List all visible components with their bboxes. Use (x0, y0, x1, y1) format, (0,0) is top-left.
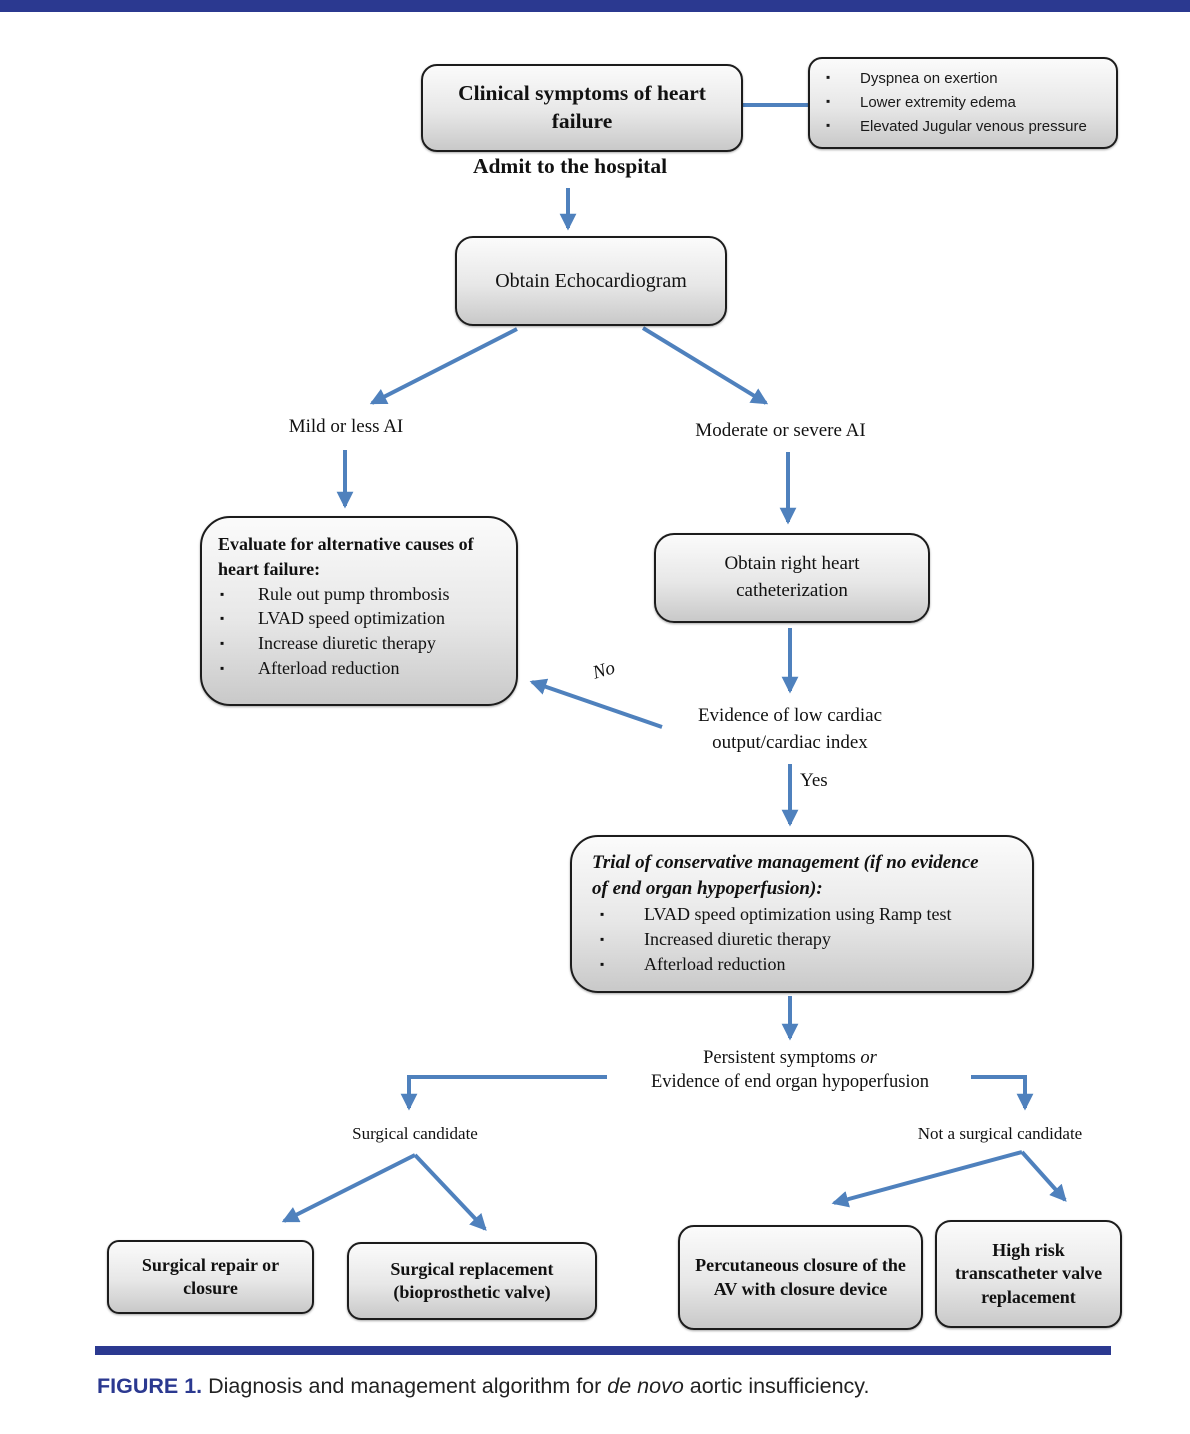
arrow-surgical-to-replacement (413, 1153, 487, 1231)
node-clinical-symptoms-text: Clinical symptoms of heart failure (458, 81, 706, 133)
node-echo-text: Obtain Echocardiogram (495, 269, 687, 292)
node-evaluate-alternative-causes: Evaluate for alternative causes of heart… (200, 516, 518, 706)
evaluate-item: LVAD speed optimization (218, 606, 502, 631)
evaluate-item: Afterload reduction (218, 656, 502, 681)
arrow-no-to-evaluate (529, 678, 663, 729)
node-surgical-repair-closure: Surgical repair or closure (107, 1240, 314, 1314)
node-repair-text: Surgical repair or closure (141, 1254, 280, 1298)
label-persistent-symptoms: Persistent symptoms or Evidence of end o… (590, 1046, 990, 1095)
evaluate-item: Increase diuretic therapy (218, 631, 502, 656)
square-bullet-icon (220, 606, 234, 631)
node-percutaneous-closure: Percutaneous closure of the AV with clos… (678, 1225, 923, 1330)
node-tavr-text: High risk transcatheter valve replacemen… (954, 1239, 1103, 1307)
trial-title-line2: of end organ hypoperfusion): (592, 878, 823, 900)
elbow-persistent-to-not-surgical (971, 1075, 1034, 1111)
figure-caption-label: FIGURE 1. (97, 1374, 203, 1398)
evaluate-item-text: Rule out pump thrombosis (258, 583, 450, 604)
arrow-not-surgical-to-percutaneous (831, 1150, 1023, 1208)
symptom-item: Elevated Jugular venous pressure (826, 115, 1106, 139)
label-evidence-low-cardiac-output: Evidence of low cardiac output/cardiac i… (660, 703, 920, 756)
node-right-heart-catheterization: Obtain right heart catheterization (654, 533, 930, 623)
symptom-text: Elevated Jugular venous pressure (860, 118, 1087, 136)
square-bullet-icon (826, 91, 860, 115)
evaluate-title: Evaluate for alternative causes of heart… (218, 534, 474, 579)
evidence-line2: output/cardiac index (712, 731, 868, 753)
arrow-not-surgical-to-tavr (1020, 1150, 1067, 1202)
node-transcatheter-replacement: High risk transcatheter valve replacemen… (935, 1220, 1122, 1328)
trial-item: Afterload reduction (592, 952, 1014, 977)
square-bullet-icon (600, 952, 614, 977)
persistent-or: or (860, 1048, 877, 1068)
symptom-item: Dyspnea on exertion (826, 67, 1106, 91)
label-admit-to-hospital: Admit to the hospital (472, 154, 668, 178)
square-bullet-icon (826, 67, 860, 91)
trial-title-line1: Trial of conservative management (if no … (592, 852, 979, 873)
label-yes: Yes (800, 770, 828, 791)
figure-caption-post: aortic insufficiency. (683, 1374, 870, 1398)
label-moderate-or-severe-ai: Moderate or severe AI (695, 420, 866, 441)
trial-item-text: Increased diuretic therapy (644, 929, 831, 950)
square-bullet-icon (220, 582, 234, 607)
trial-item: Increased diuretic therapy (592, 927, 1014, 952)
node-obtain-echocardiogram: Obtain Echocardiogram (455, 236, 727, 326)
persistent-pre: Persistent symptoms (703, 1048, 861, 1068)
symptom-text: Dyspnea on exertion (860, 69, 998, 87)
square-bullet-icon (220, 631, 234, 656)
evaluate-item-text: Afterload reduction (258, 658, 400, 679)
symptom-item: Lower extremity edema (826, 91, 1106, 115)
figure-caption-pre: Diagnosis and management algorithm for (202, 1374, 608, 1398)
node-surgical-replacement: Surgical replacement (bioprosthetic valv… (347, 1242, 597, 1320)
evaluate-item: Rule out pump thrombosis (218, 582, 502, 607)
trial-item: LVAD speed optimization using Ramp test (592, 902, 1014, 927)
evaluate-item-text: LVAD speed optimization (258, 608, 445, 629)
square-bullet-icon (826, 115, 860, 139)
top-accent-bar (0, 0, 1190, 12)
symptom-text: Lower extremity edema (860, 93, 1016, 111)
square-bullet-icon (220, 656, 234, 681)
arrow-echo-to-moderate (641, 326, 769, 405)
node-conservative-management: Trial of conservative management (if no … (570, 835, 1034, 993)
persistent-line2: Evidence of end organ hypoperfusion (650, 1072, 930, 1093)
evidence-line1: Evidence of low cardiac (697, 705, 883, 726)
label-surgical-candidate: Surgical candidate (352, 1124, 478, 1143)
figure-divider (95, 1346, 1111, 1355)
node-clinical-symptoms: Clinical symptoms of heart failure (421, 64, 743, 152)
node-rhc-text: Obtain right heart catheterization (724, 553, 860, 601)
trial-item-text: LVAD speed optimization using Ramp test (644, 904, 952, 925)
label-mild-or-less-ai: Mild or less AI (288, 416, 404, 437)
trial-item-text: Afterload reduction (644, 954, 786, 975)
square-bullet-icon (600, 902, 614, 927)
evaluate-item-text: Increase diuretic therapy (258, 633, 436, 654)
arrow-surgical-to-repair (281, 1153, 416, 1223)
node-replacement-text: Surgical replacement (bioprosthetic valv… (390, 1258, 554, 1302)
square-bullet-icon (600, 927, 614, 952)
elbow-persistent-to-surgical (400, 1075, 607, 1111)
node-symptom-list: Dyspnea on exertion Lower extremity edem… (808, 57, 1118, 149)
node-percutaneous-text: Percutaneous closure of the AV with clos… (695, 1255, 906, 1299)
label-not-surgical-candidate: Not a surgical candidate (917, 1124, 1083, 1143)
arrow-echo-to-mild (369, 327, 518, 405)
figure-caption: FIGURE 1. Diagnosis and management algor… (97, 1374, 1107, 1399)
persistent-line1: Persistent symptoms or (590, 1046, 990, 1070)
figure-caption-italic: de novo (607, 1374, 684, 1398)
